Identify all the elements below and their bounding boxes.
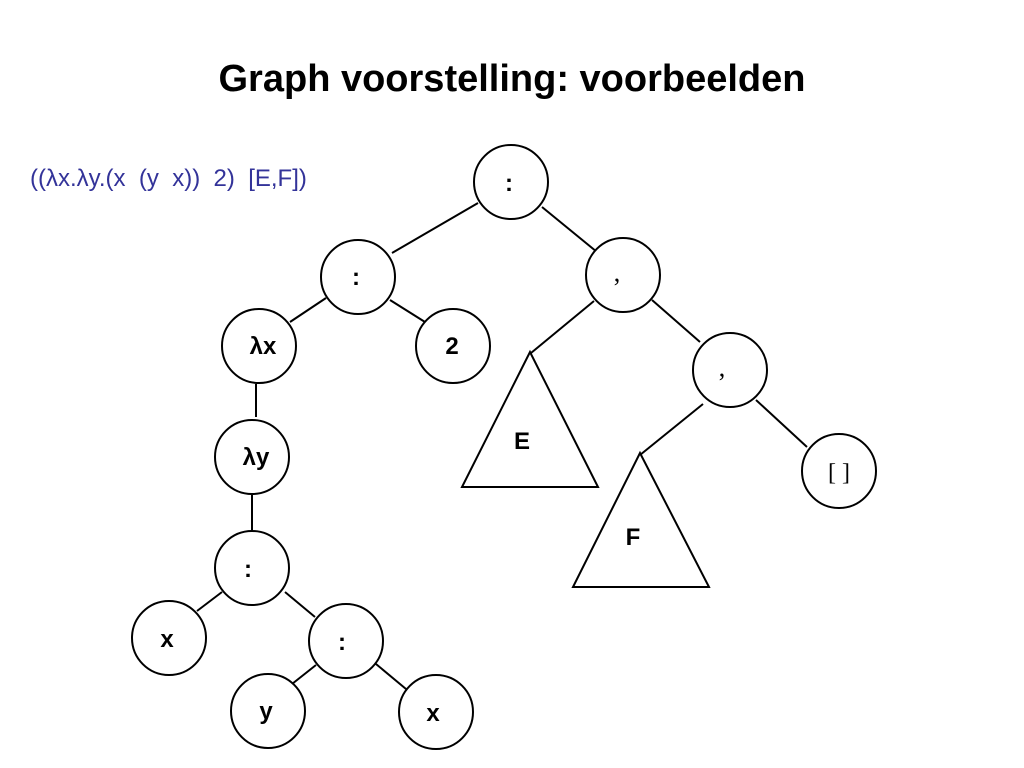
node-x1-label: x <box>160 626 174 653</box>
node-x2-label: x <box>426 700 440 727</box>
node-pair1: , <box>585 237 661 313</box>
node-pair2-label: , <box>719 353 726 382</box>
node-root-label: : <box>505 170 513 197</box>
triangle-f-label: F <box>626 524 641 551</box>
node-nil-label: [ ] <box>828 460 850 486</box>
subtree-e: E <box>460 349 600 488</box>
node-inner-cons-circle <box>308 603 384 679</box>
node-lambda-x-label: λx <box>250 333 277 360</box>
node-left-cons-label: : <box>352 264 360 291</box>
subtree-f: F <box>571 450 711 588</box>
node-left-cons-circle <box>320 239 396 315</box>
node-pair2: , <box>692 332 768 408</box>
edge-root-leftcons <box>391 202 479 254</box>
node-nil: [ ] <box>801 433 877 509</box>
node-two-label: 2 <box>445 333 458 360</box>
node-y: y <box>230 673 306 749</box>
edge-innercons-y <box>291 664 317 685</box>
node-body-cons-label: : <box>244 556 252 583</box>
edge-bodycons-innercons <box>284 591 316 618</box>
triangle-f <box>571 450 711 588</box>
node-root-circle <box>473 144 549 220</box>
slide-title: Graph voorstelling: voorbeelden <box>218 58 806 100</box>
node-lambda-y: λy <box>214 419 290 495</box>
node-pair1-label: , <box>614 258 621 287</box>
edge-root-pair1 <box>541 206 598 253</box>
node-lambda-x: λx <box>221 308 297 384</box>
lambda-expression: ((λx.λy.(x (y x)) 2) [E,F]) <box>30 165 307 192</box>
node-x2: x <box>398 674 474 750</box>
triangle-e-label: E <box>514 428 530 455</box>
node-body-cons: : <box>214 530 290 606</box>
node-nil-circle <box>801 433 877 509</box>
edge-leftcons-two <box>389 299 426 323</box>
node-pair1-circle <box>585 237 661 313</box>
edge-bodycons-x1 <box>196 591 223 612</box>
edge-pair2-nil <box>755 399 808 448</box>
node-x1: x <box>131 600 207 676</box>
node-inner-cons-label: : <box>338 629 346 656</box>
node-x2-circle <box>398 674 474 750</box>
node-root: : <box>473 144 549 220</box>
node-y-circle <box>230 673 306 749</box>
node-y-label: y <box>259 698 273 725</box>
node-lambda-x-circle <box>221 308 297 384</box>
node-x1-circle <box>131 600 207 676</box>
edge-pair2-trif <box>639 403 704 456</box>
node-two-circle <box>415 308 491 384</box>
node-lambda-y-label: λy <box>243 444 270 471</box>
node-left-cons: : <box>320 239 396 315</box>
tree-edges <box>196 202 808 690</box>
edge-innercons-x2 <box>375 663 407 690</box>
triangle-e <box>460 349 600 488</box>
edge-pair1-trie <box>530 300 595 354</box>
node-two: 2 <box>415 308 491 384</box>
node-body-cons-circle <box>214 530 290 606</box>
node-pair2-circle <box>692 332 768 408</box>
node-lambda-y-circle <box>214 419 290 495</box>
node-inner-cons: : <box>308 603 384 679</box>
edge-leftcons-lambdax <box>289 297 327 323</box>
edge-pair1-pair2 <box>651 299 701 343</box>
